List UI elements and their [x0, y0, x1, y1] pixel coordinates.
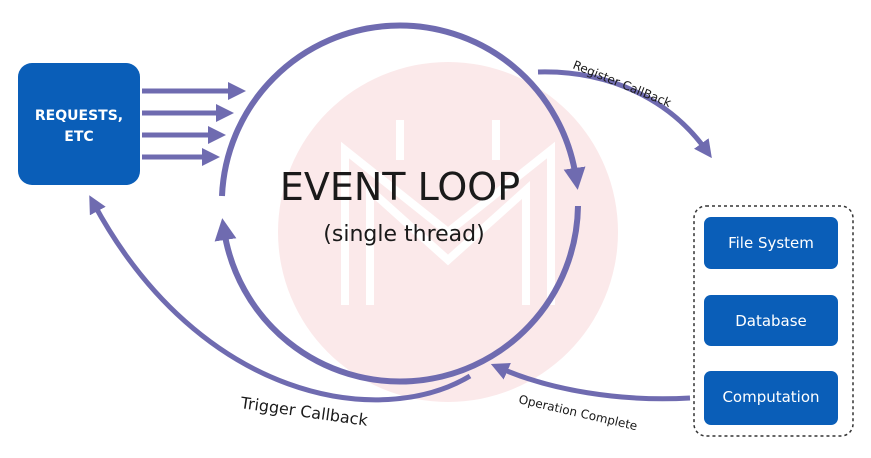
worker-computation: Computation — [704, 371, 838, 425]
event-loop-ring — [214, 22, 586, 385]
loop-arc-top — [219, 22, 586, 197]
watermark-logo — [278, 62, 618, 402]
worker-computation-label: Computation — [722, 388, 819, 406]
trigger-callback-arrow — [89, 195, 472, 403]
event-loop-subtitle: (single thread) — [323, 222, 484, 247]
register-callback-label: Register CallBack — [571, 58, 673, 110]
register-callback-arrow — [537, 69, 712, 159]
request-arrows — [142, 82, 246, 166]
worker-file-system: File System — [704, 217, 838, 269]
loop-arc-bottom — [214, 205, 581, 385]
worker-file-system-label: File System — [728, 234, 814, 252]
worker-pool-container — [693, 205, 854, 437]
requests-box: REQUESTS, ETC — [18, 63, 140, 185]
worker-database: Database — [704, 295, 838, 346]
operation-complete-arrow — [490, 362, 691, 402]
worker-database-label: Database — [735, 312, 807, 330]
watermark-m-mark — [341, 120, 555, 305]
requests-label-line1: REQUESTS, — [35, 108, 123, 124]
requests-label-line2: ETC — [64, 129, 93, 145]
event-loop-title: EVENT LOOP — [280, 165, 520, 209]
